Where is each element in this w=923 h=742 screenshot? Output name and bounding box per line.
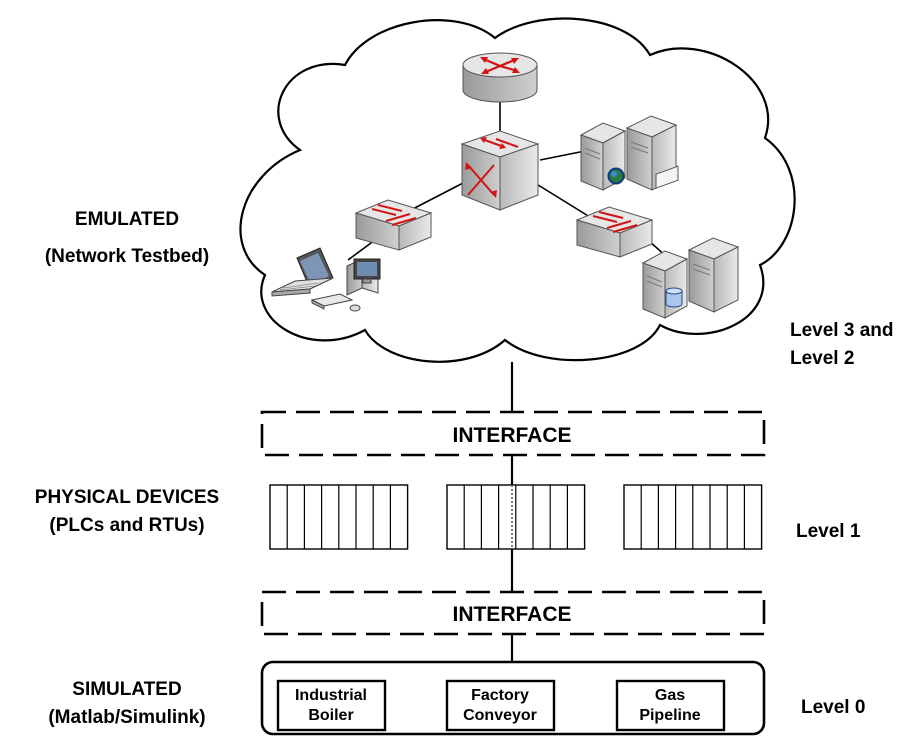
simulation-box-boiler: Industrial Boiler	[276, 679, 387, 732]
switch-icon	[354, 199, 433, 251]
workstation-icon	[310, 258, 381, 312]
simulation-container	[260, 660, 766, 736]
level-label-upper-line1: Level 3 and	[790, 320, 894, 341]
router-icon	[462, 52, 538, 103]
simulation-name-line2: Boiler	[308, 707, 353, 724]
tier-physical-title: PHYSICAL DEVICES	[35, 487, 219, 508]
interface-label-lower: INTERFACE	[452, 603, 571, 626]
simulation-box-pipeline: Gas Pipeline	[615, 679, 726, 732]
plc-racks	[269, 484, 763, 550]
tier-physical-subtitle: (PLCs and RTUs)	[49, 515, 204, 536]
web-server-icon	[579, 115, 679, 191]
simulation-name-line1: Gas	[655, 687, 685, 704]
simulation-box-conveyor: Factory Conveyor	[445, 679, 556, 732]
simulation-name-line1: Factory	[471, 687, 529, 704]
tier-emulated-title: EMULATED	[75, 209, 179, 230]
level-label-0: Level 0	[801, 697, 865, 718]
core-switch-icon	[460, 130, 540, 211]
tier-simulated-title: SIMULATED	[72, 679, 181, 700]
laptop-icon	[271, 247, 334, 297]
tier-emulated-subtitle: (Network Testbed)	[45, 246, 209, 267]
plc-rack-icon	[623, 484, 763, 550]
simulation-name-line1: Industrial	[295, 687, 367, 704]
tier-simulated-subtitle: (Matlab/Simulink)	[48, 707, 205, 728]
switch-icon	[575, 206, 654, 258]
plc-rack-icon	[446, 484, 586, 550]
simulation-name-line2: Pipeline	[639, 707, 700, 724]
level-label-upper-line2: Level 2	[790, 348, 854, 369]
simulation-name-line2: Conveyor	[463, 707, 537, 724]
interface-box-upper	[260, 410, 766, 457]
database-server-icon	[641, 237, 740, 319]
level-label-1: Level 1	[796, 521, 861, 542]
interface-label-upper: INTERFACE	[452, 424, 571, 447]
interface-box-lower	[260, 590, 766, 636]
plc-rack-icon	[269, 484, 409, 550]
